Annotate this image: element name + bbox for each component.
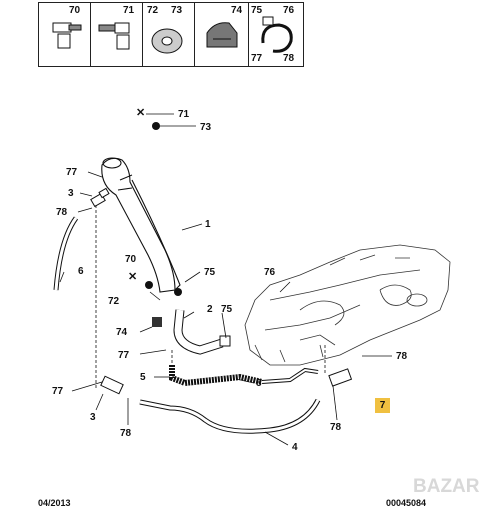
legend-cell-71: 71 <box>91 3 143 66</box>
callout-2: 2 <box>207 304 213 315</box>
callout-77-c: 77 <box>52 386 64 397</box>
clip-75 <box>219 335 231 347</box>
connector-right <box>328 368 353 387</box>
legend-number: 75 <box>251 5 263 16</box>
callout-78: 78 <box>56 207 68 218</box>
hose-5 <box>169 365 263 387</box>
legend-number: 72 <box>147 5 159 16</box>
callout-78-c: 78 <box>120 428 132 439</box>
clip-72-icon <box>145 281 153 289</box>
svg-text:BAZAR: BAZAR <box>413 476 480 497</box>
footer-code: 00045084 <box>386 498 427 508</box>
filler-neck <box>101 157 181 293</box>
callout-1: 1 <box>205 219 211 230</box>
leader-lines <box>59 113 392 446</box>
hose-clamp-icon <box>261 16 293 53</box>
legend-cell-75-78: 75 76 77 78 <box>249 3 303 66</box>
legend-number: 71 <box>123 5 135 16</box>
washer-icon <box>151 28 183 54</box>
screw-icon <box>52 22 82 49</box>
callout-75: 75 <box>204 267 216 278</box>
clip-75-top-icon <box>174 288 182 296</box>
bracket-74-icon <box>152 317 162 327</box>
legend-cell-72-73: 72 73 <box>143 3 195 66</box>
breather-hose <box>53 216 79 291</box>
callout-70: 70 <box>125 254 137 265</box>
callout-6: 6 <box>78 266 84 277</box>
legend-cell-74: 74 <box>195 3 249 66</box>
callout-72: 72 <box>108 296 120 307</box>
callout-77-b: 77 <box>118 350 130 361</box>
callout-4: 4 <box>292 442 298 453</box>
legend-cell-70: 70 <box>39 3 91 66</box>
legend-number: 78 <box>283 53 295 64</box>
legend-number: 77 <box>251 53 263 64</box>
bazar-watermark-logo: BAZAR <box>413 476 480 497</box>
parts-legend-table: 70 71 72 73 74 75 76 77 78 <box>38 2 304 67</box>
callout-5: 5 <box>140 372 146 383</box>
guide-lines <box>95 205 326 390</box>
legend-number: 70 <box>69 5 81 16</box>
legend-number: 74 <box>231 5 243 16</box>
callout-78-d: 78 <box>330 422 342 433</box>
legend-number: 73 <box>171 5 183 16</box>
callout-74: 74 <box>116 327 128 338</box>
callout-73: 73 <box>200 122 212 133</box>
footer-date: 04/2013 <box>38 498 71 508</box>
bolt-icon <box>98 22 130 50</box>
callout-8: 8 <box>256 378 262 389</box>
callout-3-b: 3 <box>90 412 96 423</box>
cross-70-icon: ✕ <box>128 271 137 283</box>
callout-71: 71 <box>178 109 190 120</box>
connector-top <box>90 187 110 208</box>
callout-78-b: 78 <box>396 351 408 362</box>
legend-number: 76 <box>283 5 295 16</box>
callout-75-b: 75 <box>221 304 233 315</box>
pipe-4 <box>139 398 321 434</box>
callout-77: 77 <box>66 167 78 178</box>
reference-7-badge: 7 <box>375 398 390 413</box>
callout-76: 76 <box>264 267 276 278</box>
connector-left <box>100 375 124 395</box>
clip-73-icon <box>152 122 160 130</box>
cross-71-icon: ✕ <box>136 107 145 119</box>
clip-icon <box>206 22 238 48</box>
callout-3: 3 <box>68 188 74 199</box>
fuel-tank <box>244 244 451 366</box>
